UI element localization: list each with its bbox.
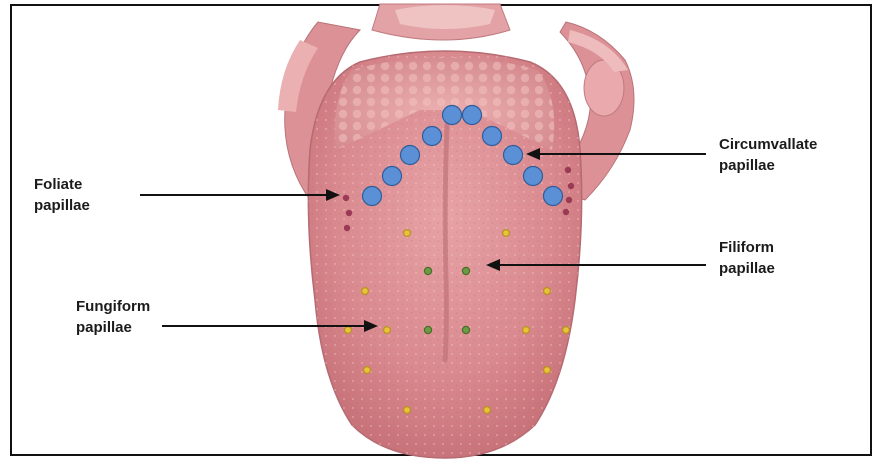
- fungiform-label-line2: papillae: [76, 317, 150, 338]
- fungiform-papilla-dot: [563, 327, 570, 334]
- fungiform-label-line1: Fungiform: [76, 296, 150, 317]
- filiform-label: Filiform papillae: [719, 237, 775, 279]
- fungiform-papilla-dot: [544, 367, 551, 374]
- foliate-papilla-dot: [344, 225, 350, 231]
- circumvallate-papilla-dot: [383, 167, 402, 186]
- foliate-label-line1: Foliate: [34, 174, 90, 195]
- fungiform-label: Fungiform papillae: [76, 296, 150, 338]
- circumvallate-papilla-dot: [423, 127, 442, 146]
- filiform-papilla-dot: [462, 267, 469, 274]
- fungiform-papilla-dot: [503, 230, 510, 237]
- fungiform-papilla-dot: [384, 327, 391, 334]
- circumvallate-papilla-dot: [463, 106, 482, 125]
- filiform-papilla-dot: [424, 326, 431, 333]
- circumvallate-label-line1: Circumvallate: [719, 134, 817, 155]
- circumvallate-label-line2: papillae: [719, 155, 817, 176]
- circumvallate-label: Circumvallate papillae: [719, 134, 817, 176]
- fungiform-papilla-dot: [404, 230, 411, 237]
- epiglottis-area: [372, 4, 510, 40]
- foliate-label: Foliate papillae: [34, 174, 90, 216]
- fungiform-papilla-dot: [364, 367, 371, 374]
- fungiform-papilla-dot: [345, 327, 352, 334]
- foliate-papilla-dot: [568, 183, 574, 189]
- fungiform-papilla-dot: [362, 288, 369, 295]
- fungiform-papilla-dot: [544, 288, 551, 295]
- circumvallate-papilla-dot: [524, 167, 543, 186]
- circumvallate-papilla-dot: [504, 146, 523, 165]
- fungiform-papilla-dot: [484, 407, 491, 414]
- fungiform-papilla-dot: [404, 407, 411, 414]
- foliate-papilla-dot: [563, 209, 569, 215]
- foliate-papilla-dot: [565, 167, 571, 173]
- filiform-papilla-dot: [424, 267, 431, 274]
- circumvallate-papilla-dot: [401, 146, 420, 165]
- circumvallate-papilla-dot: [544, 187, 563, 206]
- circumvallate-papilla-dot: [363, 187, 382, 206]
- foliate-label-line2: papillae: [34, 195, 90, 216]
- circumvallate-papilla-dot: [443, 106, 462, 125]
- filiform-label-line1: Filiform: [719, 237, 775, 258]
- foliate-papilla-dot: [346, 210, 352, 216]
- circumvallate-papilla-dot: [483, 127, 502, 146]
- filiform-label-line2: papillae: [719, 258, 775, 279]
- foliate-papilla-dot: [343, 195, 349, 201]
- filiform-papilla-dot: [462, 326, 469, 333]
- fungiform-papilla-dot: [523, 327, 530, 334]
- foliate-papilla-dot: [566, 197, 572, 203]
